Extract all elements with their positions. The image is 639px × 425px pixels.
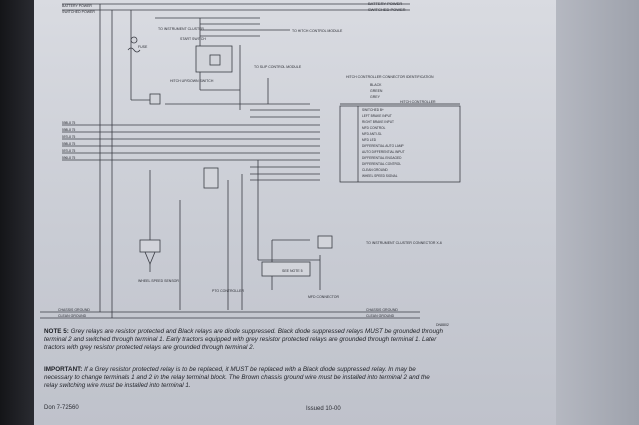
wire-code: 598L8 75	[62, 121, 76, 125]
connector-row: DIFFERENTIAL ENGAGED	[362, 156, 402, 160]
connector-row: AUTO DIFFERENTIAL INPUT	[362, 150, 405, 154]
connector-row: RIGHT BRAKE INPUT	[362, 120, 394, 124]
wire-code: 597L8 75	[62, 135, 76, 139]
connector-row: CLEAN GROUND	[362, 168, 388, 172]
to-cluster-connector-label: TO INSTRUMENT CLUSTER CONNECTOR X-6	[366, 241, 442, 245]
switched-power-label-left: SWITCHED POWER	[62, 10, 95, 14]
important-text: If a Grey resistor protected relay is to…	[44, 366, 430, 390]
connector-table-header: HITCH CONTROLLER	[400, 100, 436, 104]
connector-row: DIFFERENTIAL AUTO LAMP	[362, 144, 404, 148]
clean-ground-label-right: CLEAN GROUND	[366, 314, 395, 318]
wire-code: 596L8 75	[62, 156, 76, 160]
connector-table-title: HITCH CONTROLLER CONNECTOR IDENTIFICATIO…	[346, 75, 434, 79]
note5-label: NOTE 5:	[44, 328, 69, 335]
chassis-ground-label-right: CHASSIS GROUND	[366, 308, 398, 312]
note-5: NOTE 5: Grey relays are resistor protect…	[44, 328, 444, 352]
see-note-label: SEE NOTE 5	[282, 269, 303, 273]
start-switch-label: START SWITCH	[180, 37, 206, 41]
wire-code: 598L8 75	[62, 128, 76, 132]
connector-row: MFD CONTROL	[362, 126, 386, 130]
issued-date: Issued 10-00	[306, 406, 341, 412]
to-hitch-control-module-label: TO HITCH CONTROL MODULE	[292, 29, 343, 33]
connector-row: SWITCHED B+	[362, 108, 384, 112]
battery-power-label-left: BATTERY POWER	[62, 4, 92, 8]
manual-page	[34, 0, 556, 425]
battery-power-label: BATTERY POWER	[368, 1, 402, 6]
connector-row: LEFT BRAKE INPUT	[362, 114, 392, 118]
clean-ground-label-left: CLEAN GROUND	[58, 314, 87, 318]
wire-code: 597L8 75	[62, 149, 76, 153]
connector-row: DIFFERENTIAL CONTROL	[362, 162, 401, 166]
legend-black: BLACK	[370, 83, 382, 87]
note5-text: Grey relays are resistor protected and B…	[44, 328, 444, 352]
to-instrument-cluster-label: TO INSTRUMENT CLUSTER	[158, 27, 204, 31]
legend-grey: GREY	[370, 95, 381, 99]
left-wire-codes: 598L8 75 598L8 75 597L8 75 598L8 75 597L…	[62, 121, 76, 160]
diagram-number: DN8802	[436, 323, 449, 327]
background-left-edge	[0, 0, 34, 425]
switched-power-label: SWITCHED POWER	[368, 7, 406, 12]
connector-row: MFD LED	[362, 138, 377, 142]
doc-number: Don 7-72560	[44, 405, 79, 411]
mfd-connector-label: MFD CONNECTOR	[308, 295, 340, 299]
pto-controller-label: PTO CONTROLLER	[212, 289, 244, 293]
legend-green: GREEN	[370, 89, 383, 93]
connector-row: MFD ANTI-SL	[362, 132, 382, 136]
fuse-label: FUSE	[138, 45, 148, 49]
to-slip-control-label: TO SLIP CONTROL MODULE	[254, 65, 302, 69]
wire-code: 598L8 75	[62, 142, 76, 146]
connector-rows: SWITCHED B+ LEFT BRAKE INPUT RIGHT BRAKE…	[362, 108, 405, 178]
important-note: IMPORTANT: If a Grey resistor protected …	[44, 366, 444, 390]
connector-row: WHEEL SPEED SIGNAL	[362, 174, 398, 178]
next-page-edge	[556, 0, 639, 425]
chassis-ground-label-left: CHASSIS GROUND	[58, 308, 90, 312]
important-label: IMPORTANT:	[44, 366, 83, 373]
hitch-updown-switch-label: HITCH UP/DOWN SWITCH	[170, 79, 214, 83]
wheel-speed-sensor-label: WHEEL SPEED SENSOR	[138, 279, 179, 283]
